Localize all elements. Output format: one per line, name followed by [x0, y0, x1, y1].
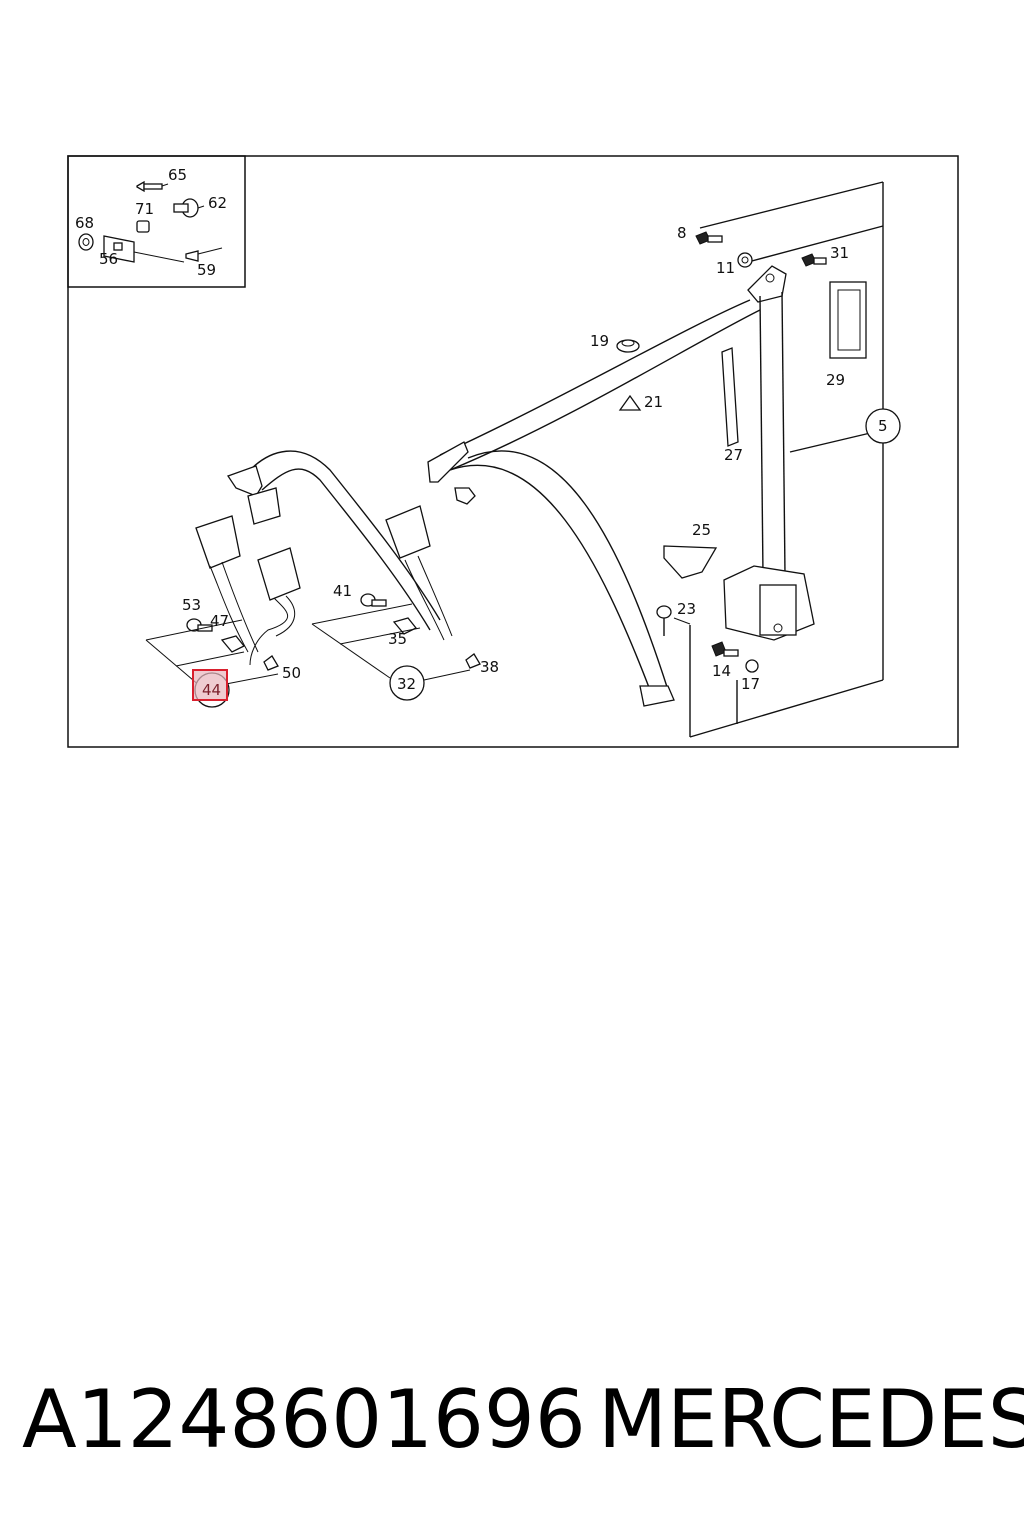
- caption: A1248601696 MERCEDES: [0, 1360, 1024, 1480]
- parts-diagram: 65 62 71 68 56 59 8 11 31 19 29 21 5 27 …: [67, 155, 959, 748]
- callout-53: 53: [182, 596, 201, 614]
- callout-21: 21: [644, 393, 663, 411]
- highlight-box-44: [192, 669, 228, 701]
- callout-19: 19: [590, 332, 609, 350]
- diagram-frame: [67, 155, 959, 748]
- brand-name: MERCEDES: [598, 1373, 1024, 1466]
- callout-47: 47: [210, 612, 229, 630]
- pillar-parts: [616, 231, 867, 673]
- callout-23: 23: [677, 600, 696, 618]
- inset-parts: [78, 180, 223, 263]
- callout-27: 27: [724, 446, 743, 464]
- callout-38: 38: [480, 658, 499, 676]
- callout-labels: 65 62 71 68 56 59 8 11 31 19 29 21 5 27 …: [75, 166, 888, 699]
- callout-11: 11: [716, 259, 735, 277]
- belt-webbing: [226, 265, 787, 707]
- callout-29: 29: [826, 371, 845, 389]
- callout-41: 41: [333, 582, 352, 600]
- callout-14: 14: [712, 662, 731, 680]
- part-number: A1248601696: [22, 1373, 586, 1466]
- callout-17: 17: [741, 675, 760, 693]
- callout-32: 32: [397, 675, 416, 693]
- callout-71: 71: [135, 200, 154, 218]
- callout-5: 5: [878, 417, 888, 435]
- callout-35: 35: [388, 630, 407, 648]
- callout-50: 50: [282, 664, 301, 682]
- callout-68: 68: [75, 214, 94, 232]
- floor-parts: [186, 593, 481, 671]
- callout-59: 59: [197, 261, 216, 279]
- callout-8: 8: [677, 224, 687, 242]
- leader-lines: [145, 425, 883, 687]
- callout-44: 44: [202, 681, 221, 699]
- callout-25: 25: [692, 521, 711, 539]
- callout-circle-5: [865, 408, 901, 444]
- callout-62: 62: [208, 194, 227, 212]
- callout-56: 56: [99, 250, 118, 268]
- callout-65: 65: [168, 166, 187, 184]
- retractor: [723, 565, 815, 641]
- inset-box: [67, 155, 246, 288]
- buckles: [195, 505, 453, 666]
- callout-circle-32: [389, 665, 425, 701]
- callout-31: 31: [830, 244, 849, 262]
